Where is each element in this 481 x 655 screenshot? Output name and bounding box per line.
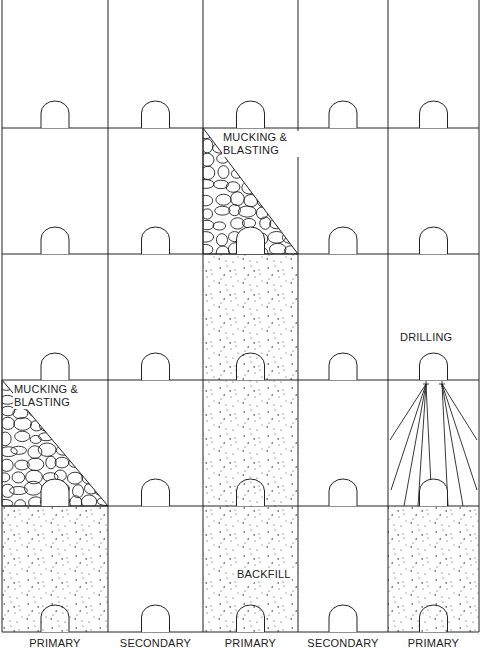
stope-grid bbox=[2, 0, 479, 632]
stope-type: PRIMARY bbox=[29, 637, 80, 650]
stope-type: SECONDARY bbox=[307, 637, 378, 650]
backfill-cell bbox=[2, 506, 108, 632]
stage-label: MUCKING & BLASTING bbox=[13, 383, 89, 409]
rubble-outline bbox=[2, 380, 108, 506]
stope-type: SECONDARY bbox=[120, 637, 191, 650]
backfill-cell bbox=[203, 506, 298, 632]
stage-label: BACKFILL bbox=[236, 568, 292, 581]
broken-rock bbox=[197, 127, 314, 259]
drift-tunnel bbox=[41, 101, 448, 632]
stope-type: PRIMARY bbox=[225, 637, 276, 650]
backfill-cell bbox=[203, 380, 298, 506]
backfill-cell bbox=[388, 506, 479, 632]
stope-type: PRIMARY bbox=[408, 637, 459, 650]
stage-label: DRILLING bbox=[400, 331, 452, 344]
broken-rock bbox=[0, 378, 115, 509]
backfill-cell bbox=[203, 254, 298, 380]
stage-label: MUCKING & BLASTING bbox=[222, 131, 302, 157]
drill-fan bbox=[390, 381, 477, 506]
